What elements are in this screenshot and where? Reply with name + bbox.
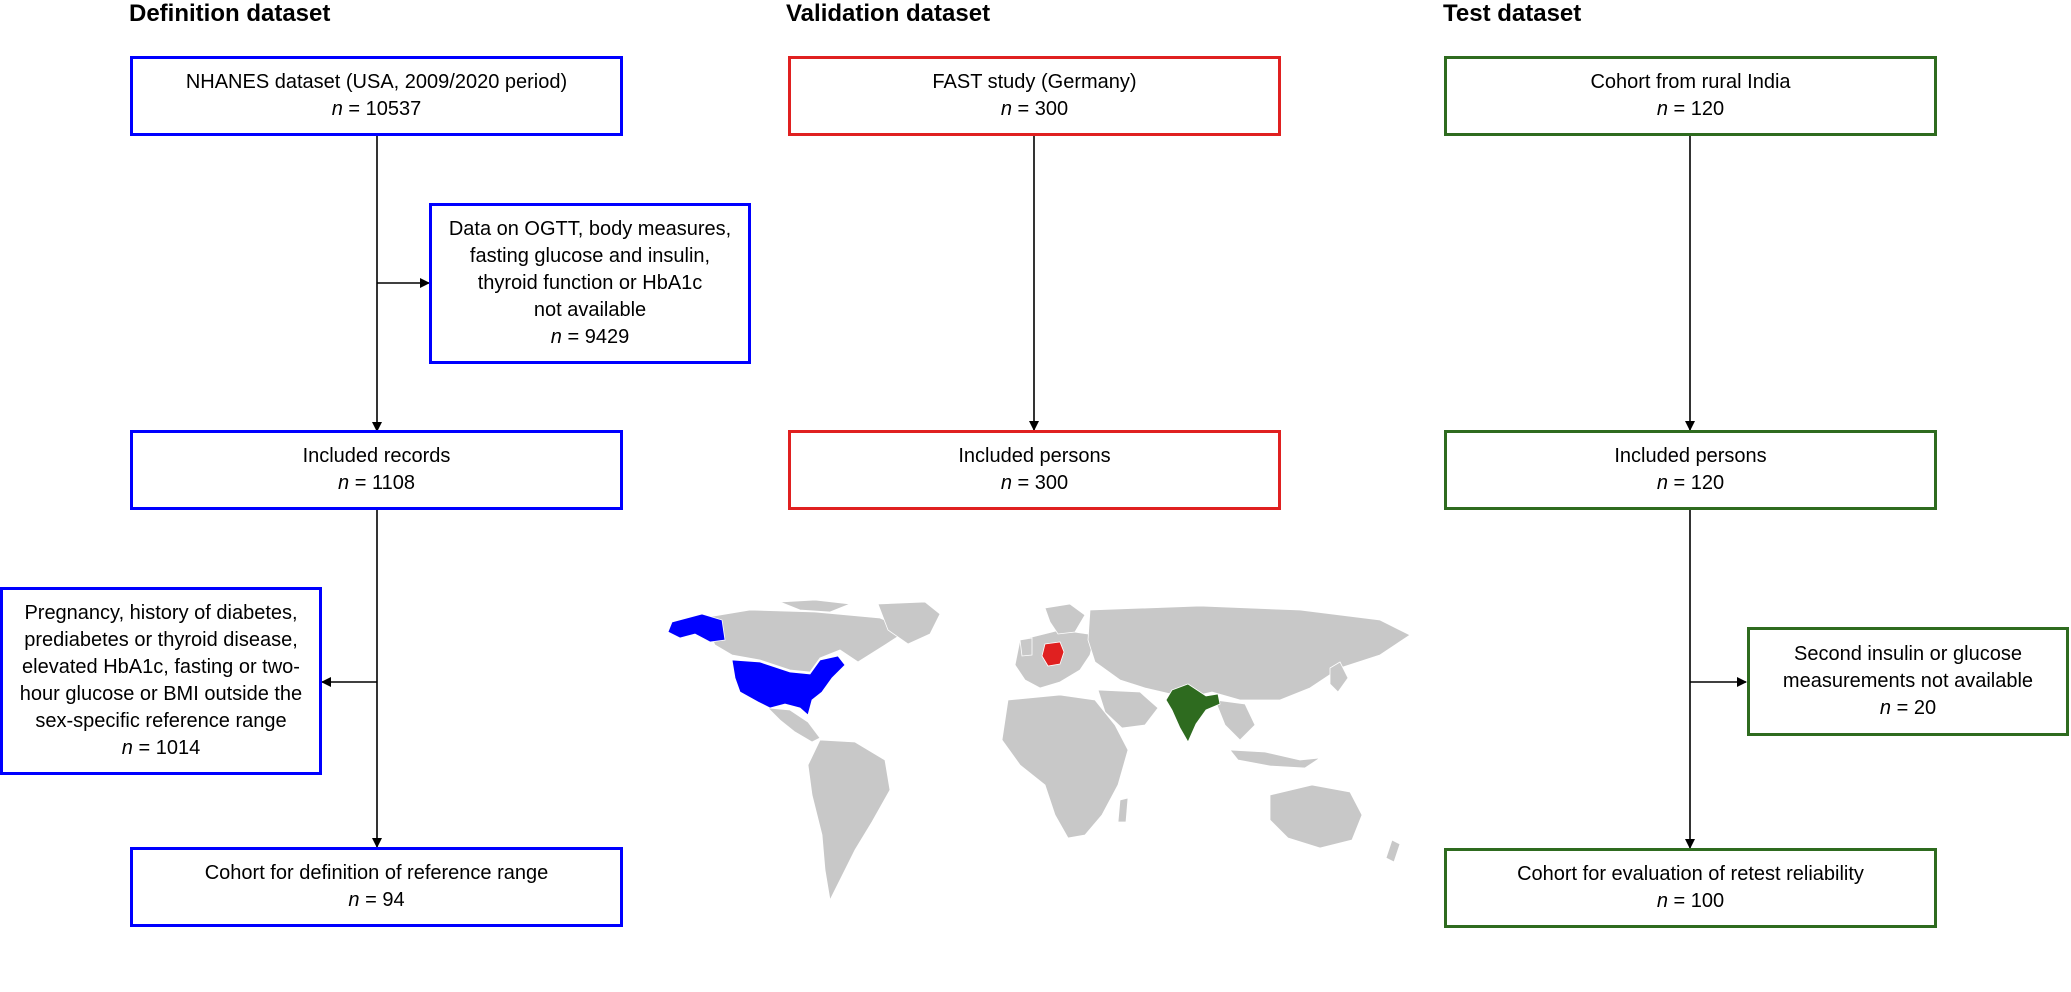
test-exclusion-line: Second insulin or glucose <box>1794 643 2022 665</box>
validation-source-text: FAST study (Germany) <box>932 71 1137 93</box>
test-final-count: n = 100 <box>1656 890 1725 912</box>
alaska-highlight <box>667 613 726 643</box>
validation-included-box: Included persons n = 300 <box>788 430 1281 510</box>
test-source-count: n = 120 <box>1656 98 1725 120</box>
land-greenland <box>877 601 941 645</box>
test-included-text: Included persons <box>1614 445 1767 467</box>
land-africa <box>1001 694 1129 839</box>
definition-exclusion1-box: Data on OGTT, body measures, fasting glu… <box>429 203 751 364</box>
test-exclusion-count: n = 20 <box>1879 697 1937 719</box>
india-highlight <box>1165 683 1221 743</box>
land-uk <box>1019 637 1033 657</box>
definition-exclusion1-count: n = 9429 <box>550 326 630 348</box>
validation-source-box: FAST study (Germany) n = 300 <box>788 56 1281 136</box>
definition-final-box: Cohort for definition of reference range… <box>130 847 623 927</box>
definition-exclusion2-line: Pregnancy, history of diabetes, <box>24 602 298 624</box>
validation-source-count: n = 300 <box>1000 98 1069 120</box>
usa-highlight <box>731 655 846 716</box>
definition-included-count: n = 1108 <box>338 472 415 494</box>
test-included-box: Included persons n = 120 <box>1444 430 1937 510</box>
land-scandinavia <box>1044 603 1086 635</box>
definition-included-text: Included records <box>302 445 451 467</box>
world-land <box>701 600 1410 902</box>
definition-exclusion2-line: hour glucose or BMI outside the <box>19 683 303 705</box>
definition-source-text: NHANES dataset (USA, 2009/2020 period) <box>185 71 568 93</box>
land-australia <box>1269 784 1363 849</box>
test-source-text: Cohort from rural India <box>1590 71 1791 93</box>
land-canada <box>701 609 909 673</box>
land-madagascar <box>1117 797 1129 823</box>
definition-source-count: n = 10537 <box>331 98 422 120</box>
validation-included-count: n = 300 <box>1000 472 1069 494</box>
land-south-america <box>807 739 891 902</box>
definition-exclusion2-count: n = 1014 <box>121 737 201 759</box>
validation-included-text: Included persons <box>958 445 1111 467</box>
land-asia <box>1087 605 1410 701</box>
land-new-zealand <box>1385 839 1401 863</box>
test-final-box: Cohort for evaluation of retest reliabil… <box>1444 848 1937 928</box>
test-final-text: Cohort for evaluation of retest reliabil… <box>1517 863 1864 885</box>
definition-final-count: n = 94 <box>348 889 405 911</box>
definition-included-box: Included records n = 1108 <box>130 430 623 510</box>
land-japan <box>1329 661 1349 693</box>
definition-exclusion1-line: fasting glucose and insulin, <box>469 245 711 267</box>
test-exclusion-box: Second insulin or glucose measurements n… <box>1747 627 2069 736</box>
test-included-count: n = 120 <box>1656 472 1725 494</box>
definition-source-box: NHANES dataset (USA, 2009/2020 period) n… <box>130 56 623 136</box>
test-source-box: Cohort from rural India n = 120 <box>1444 56 1937 136</box>
land-central-america <box>766 707 821 743</box>
definition-exclusion2-line: elevated HbA1c, fasting or two- <box>22 656 300 678</box>
definition-exclusion2-box: Pregnancy, history of diabetes, prediabe… <box>0 587 322 775</box>
definition-exclusion2-line: prediabetes or thyroid disease, <box>24 629 298 651</box>
definition-dataset-title: Definition dataset <box>129 0 331 27</box>
definition-final-text: Cohort for definition of reference range <box>204 862 549 884</box>
definition-exclusion1-line: thyroid function or HbA1c <box>477 272 703 294</box>
definition-exclusion2-line: sex-specific reference range <box>35 710 287 732</box>
germany-highlight <box>1041 641 1065 667</box>
world-map <box>667 600 1410 902</box>
test-dataset-title: Test dataset <box>1443 0 1582 27</box>
definition-exclusion1-line: Data on OGTT, body measures, <box>448 218 732 240</box>
definition-exclusion1-line: not available <box>533 299 647 321</box>
test-exclusion-line: measurements not available <box>1782 670 2034 692</box>
validation-dataset-title: Validation dataset <box>786 0 991 27</box>
land-indonesia <box>1229 749 1321 769</box>
land-arctic-islands <box>779 600 851 613</box>
land-southeast-asia <box>1214 699 1256 741</box>
